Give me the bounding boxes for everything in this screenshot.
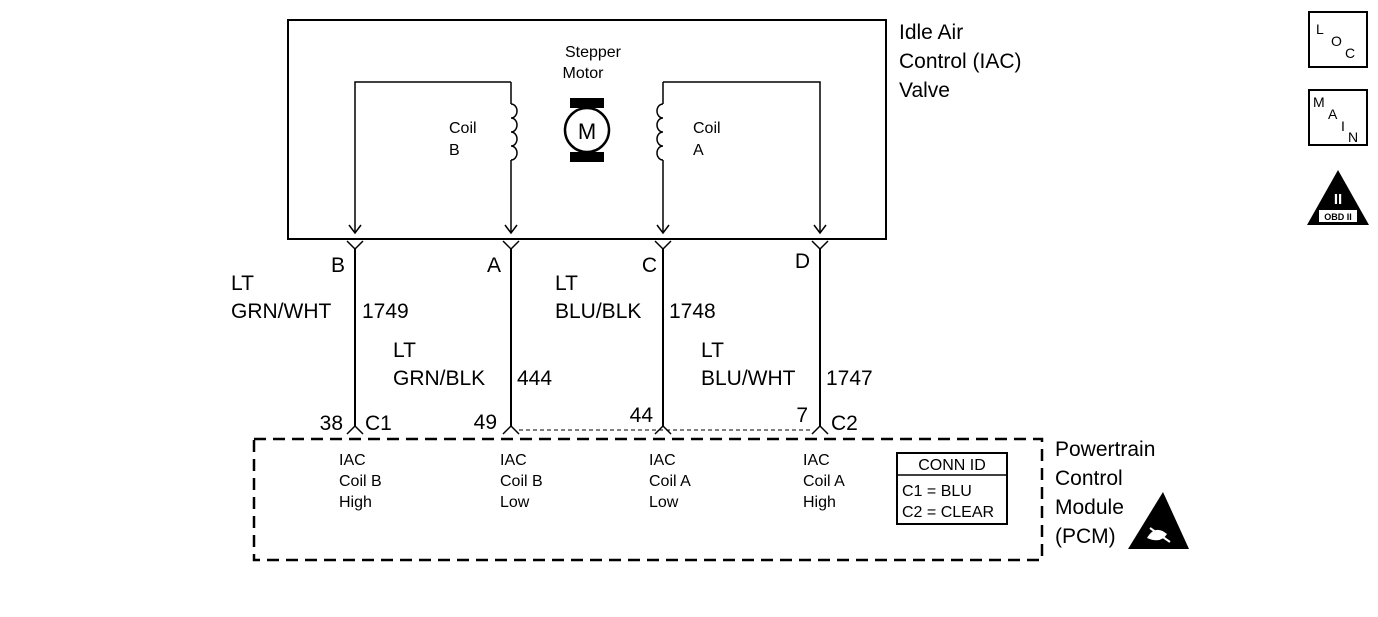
svg-text:High: High bbox=[339, 494, 372, 511]
coil-a-label-2: A bbox=[693, 142, 704, 159]
svg-text:C: C bbox=[1345, 45, 1355, 61]
svg-text:OBD II: OBD II bbox=[1324, 212, 1352, 222]
pcm-title-line-1: Powertrain bbox=[1055, 438, 1155, 461]
pin-label-b: B bbox=[331, 254, 345, 277]
pcm-title-line-2: Control bbox=[1055, 467, 1123, 490]
pcm-function-coil-a-high: IAC Coil A High bbox=[803, 452, 845, 511]
conn-id-title: CONN ID bbox=[918, 457, 986, 474]
loc-badge-icon: L O C bbox=[1308, 11, 1368, 68]
pin-label-a: A bbox=[487, 254, 501, 277]
svg-text:O: O bbox=[1331, 33, 1342, 49]
wire-1749-color-1: LT bbox=[231, 272, 254, 295]
svg-text:Low: Low bbox=[649, 494, 679, 511]
wire-1749-circuit: 1749 bbox=[362, 300, 409, 323]
svg-text:Coil A: Coil A bbox=[803, 473, 845, 490]
svg-text:I: I bbox=[1341, 118, 1345, 134]
svg-text:IAC: IAC bbox=[803, 452, 830, 469]
svg-text:A: A bbox=[1328, 106, 1338, 122]
svg-text:N: N bbox=[1348, 129, 1358, 145]
pin-label-c: C bbox=[642, 254, 657, 277]
pcm-connector-c2: C2 bbox=[831, 412, 858, 435]
main-badge-icon: M A I N bbox=[1308, 89, 1368, 146]
stepper-motor-label-1: Stepper bbox=[565, 44, 622, 61]
svg-text:II: II bbox=[1334, 191, 1342, 208]
svg-text:High: High bbox=[803, 494, 836, 511]
internal-wiring bbox=[348, 81, 827, 235]
wire-internal-d bbox=[663, 81, 821, 232]
component-connector-symbols bbox=[346, 240, 829, 251]
svg-text:IAC: IAC bbox=[339, 452, 366, 469]
pcm-function-coil-a-low: IAC Coil A Low bbox=[649, 452, 691, 511]
pcm-pin-7: 7 bbox=[796, 404, 808, 427]
iac-valve-box bbox=[287, 19, 887, 240]
esd-warning-icon bbox=[1128, 492, 1189, 549]
pcm-title-line-3: Module bbox=[1055, 496, 1124, 519]
coil-b-label-1: Coil bbox=[449, 120, 477, 137]
svg-text:L: L bbox=[1316, 21, 1324, 37]
wire-1749-color-2: GRN/WHT bbox=[231, 300, 331, 323]
pcm-function-coil-b-low: IAC Coil B Low bbox=[500, 452, 543, 511]
pcm-pin-49: 49 bbox=[474, 411, 497, 434]
pcm-pin-38: 38 bbox=[320, 412, 343, 435]
svg-text:Coil A: Coil A bbox=[649, 473, 691, 490]
wire-444-color-1: LT bbox=[393, 339, 416, 362]
wire-1747-color-1: LT bbox=[701, 339, 724, 362]
pcm-connector-symbols bbox=[346, 424, 829, 435]
pcm-function-coil-b-high: IAC Coil B High bbox=[339, 452, 382, 511]
pin-label-d: D bbox=[795, 250, 810, 273]
conn-id-box: CONN ID C1 = BLU C2 = CLEAR bbox=[896, 452, 1008, 525]
wire-1747-circuit: 1747 bbox=[826, 367, 873, 390]
wire-internal-b bbox=[354, 81, 511, 232]
iac-title-line-2: Control (IAC) bbox=[899, 50, 1022, 73]
coil-a-label-1: Coil bbox=[693, 120, 721, 137]
arrow-pin-a bbox=[504, 224, 518, 235]
wire-1748-circuit: 1748 bbox=[669, 300, 716, 323]
svg-text:IAC: IAC bbox=[649, 452, 676, 469]
arrow-pin-c bbox=[656, 224, 670, 235]
coil-b-icon bbox=[510, 103, 518, 161]
svg-text:Coil B: Coil B bbox=[500, 473, 543, 490]
svg-text:Low: Low bbox=[500, 494, 530, 511]
wire-444-color-2: GRN/BLK bbox=[393, 367, 485, 390]
wire-1748-color-1: LT bbox=[555, 272, 578, 295]
pcm-title-line-4: (PCM) bbox=[1055, 525, 1116, 548]
pcm-pin-44: 44 bbox=[630, 404, 654, 427]
conn-id-c1: C1 = BLU bbox=[902, 483, 972, 500]
pcm-connector-c1: C1 bbox=[365, 412, 392, 435]
arrow-pin-d bbox=[813, 224, 827, 235]
wire-1748-color-2: BLU/BLK bbox=[555, 300, 641, 323]
motor-symbol: M bbox=[578, 119, 596, 144]
coil-b-label-2: B bbox=[449, 142, 460, 159]
pcm-box bbox=[252, 437, 1044, 562]
stepper-motor-label-2: Motor bbox=[563, 65, 605, 82]
arrow-pin-b bbox=[348, 224, 362, 235]
wire-1747-color-2: BLU/WHT bbox=[701, 367, 796, 390]
stepper-motor-icon: M bbox=[563, 98, 611, 162]
svg-text:IAC: IAC bbox=[500, 452, 527, 469]
svg-text:Coil B: Coil B bbox=[339, 473, 382, 490]
conn-id-c2: C2 = CLEAR bbox=[902, 504, 994, 521]
iac-title-line-1: Idle Air bbox=[899, 21, 963, 44]
obd-ii-badge-icon: II OBD II bbox=[1307, 170, 1369, 225]
iac-title-line-3: Valve bbox=[899, 79, 950, 102]
wire-444-circuit: 444 bbox=[517, 367, 552, 390]
svg-text:M: M bbox=[1313, 94, 1325, 110]
coil-a-icon bbox=[656, 103, 664, 161]
